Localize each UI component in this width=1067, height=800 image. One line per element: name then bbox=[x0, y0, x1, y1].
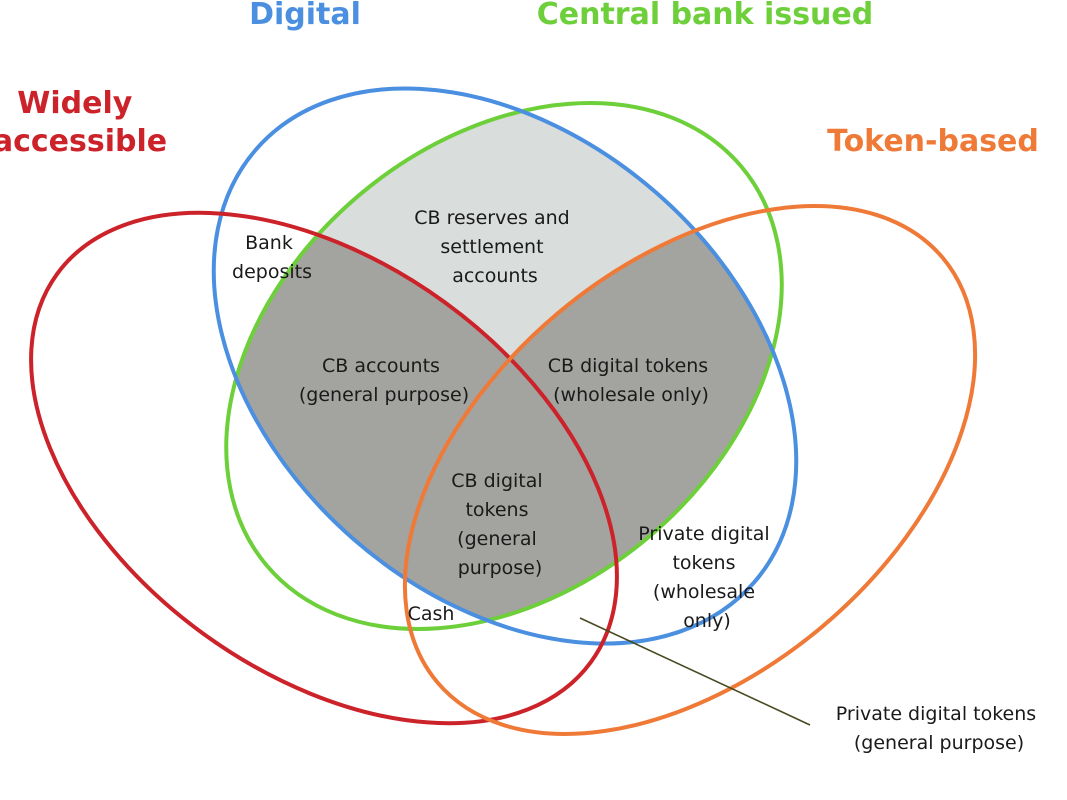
region-label-cb-digital-tokens-wholesale: CB digital tokens (wholesale only) bbox=[548, 355, 715, 406]
widely-accessible-ellipse bbox=[29, 210, 619, 726]
token-based-ellipse bbox=[402, 204, 978, 736]
region-label-cb-reserves: CB reserves and settlement accounts bbox=[414, 207, 576, 287]
set-title-digital: Digital bbox=[249, 0, 361, 32]
region-label-cb-digital-tokens-general: CB digital tokens (general purpose) bbox=[451, 470, 548, 579]
set-title-widely-accessible: Widely accessible bbox=[0, 86, 167, 159]
set-title-central-bank-issued: Central bank issued bbox=[537, 0, 873, 32]
region-label-private-tokens-wholesale: Private digital tokens (wholesale only) bbox=[638, 523, 775, 632]
set-title-token-based: Token-based bbox=[827, 124, 1039, 159]
region-label-bank-deposits: Bank deposits bbox=[232, 232, 312, 283]
region-label-cash: Cash bbox=[408, 603, 455, 625]
region-label-private-tokens-general: Private digital tokens (general purpose) bbox=[836, 703, 1042, 754]
central-bank-issued-ellipse bbox=[224, 101, 784, 631]
region-label-cb-accounts: CB accounts (general purpose) bbox=[299, 355, 469, 406]
digital-ellipse bbox=[211, 86, 799, 646]
leader-line bbox=[579, 617, 811, 726]
